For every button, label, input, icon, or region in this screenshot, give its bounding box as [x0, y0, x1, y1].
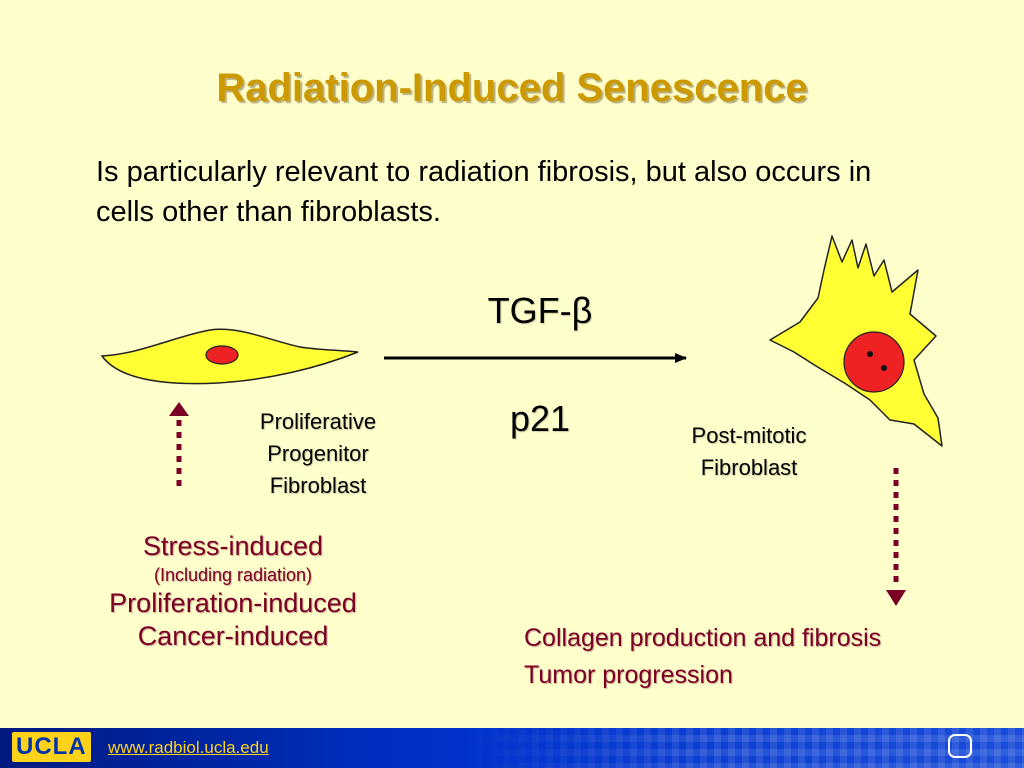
footer-url-link[interactable]: www.radbiol.ucla.edu	[108, 738, 269, 757]
postmitotic-label-line: Fibroblast	[700, 455, 798, 480]
intro-text: Is particularly relevant to radiation fi…	[96, 156, 872, 228]
rounded-square-icon	[948, 734, 972, 758]
outcome-item: Tumor progression	[524, 661, 733, 689]
senescence-diagram	[100, 235, 943, 606]
cause-stress: Stress-induced	[142, 531, 324, 561]
dotted-down-arrow-icon	[886, 468, 906, 606]
footer-pattern	[0, 728, 1024, 768]
cause-proliferation: Proliferation-induced	[109, 588, 357, 618]
postmitotic-nucleus	[843, 331, 905, 393]
progenitor-label-line: Progenitor	[267, 441, 369, 466]
ucla-logo: UCLA	[12, 732, 91, 762]
progenitor-cell-icon	[100, 328, 359, 385]
senescence-causes: Stress-induced (Including radiation) Pro…	[60, 530, 406, 653]
outcome-item: Collagen production and fibrosis	[524, 624, 882, 652]
progenitor-label-line: Fibroblast	[269, 473, 367, 498]
postmitotic-label: Post-mitotic Fibroblast	[660, 420, 838, 484]
dotted-up-arrow-icon	[169, 402, 189, 486]
tgf-beta-label: TGF-β	[487, 290, 593, 331]
slide-title: Radiation-Induced Senescence	[216, 66, 808, 110]
senescence-outcomes: Collagen production and fibrosis Tumor p…	[524, 620, 1004, 694]
p21-label: p21	[509, 398, 571, 439]
cause-cancer: Cancer-induced	[137, 621, 329, 651]
progenitor-nucleus	[205, 345, 239, 365]
progenitor-label-line: Proliferative	[259, 409, 377, 434]
postmitotic-cell-icon	[769, 235, 943, 447]
postmitotic-label-line: Post-mitotic	[691, 423, 807, 448]
cause-note: (Including radiation)	[153, 565, 313, 585]
progenitor-label: Proliferative Progenitor Fibroblast	[228, 406, 408, 502]
footer-bar: UCLA www.radbiol.ucla.edu	[0, 728, 1024, 768]
